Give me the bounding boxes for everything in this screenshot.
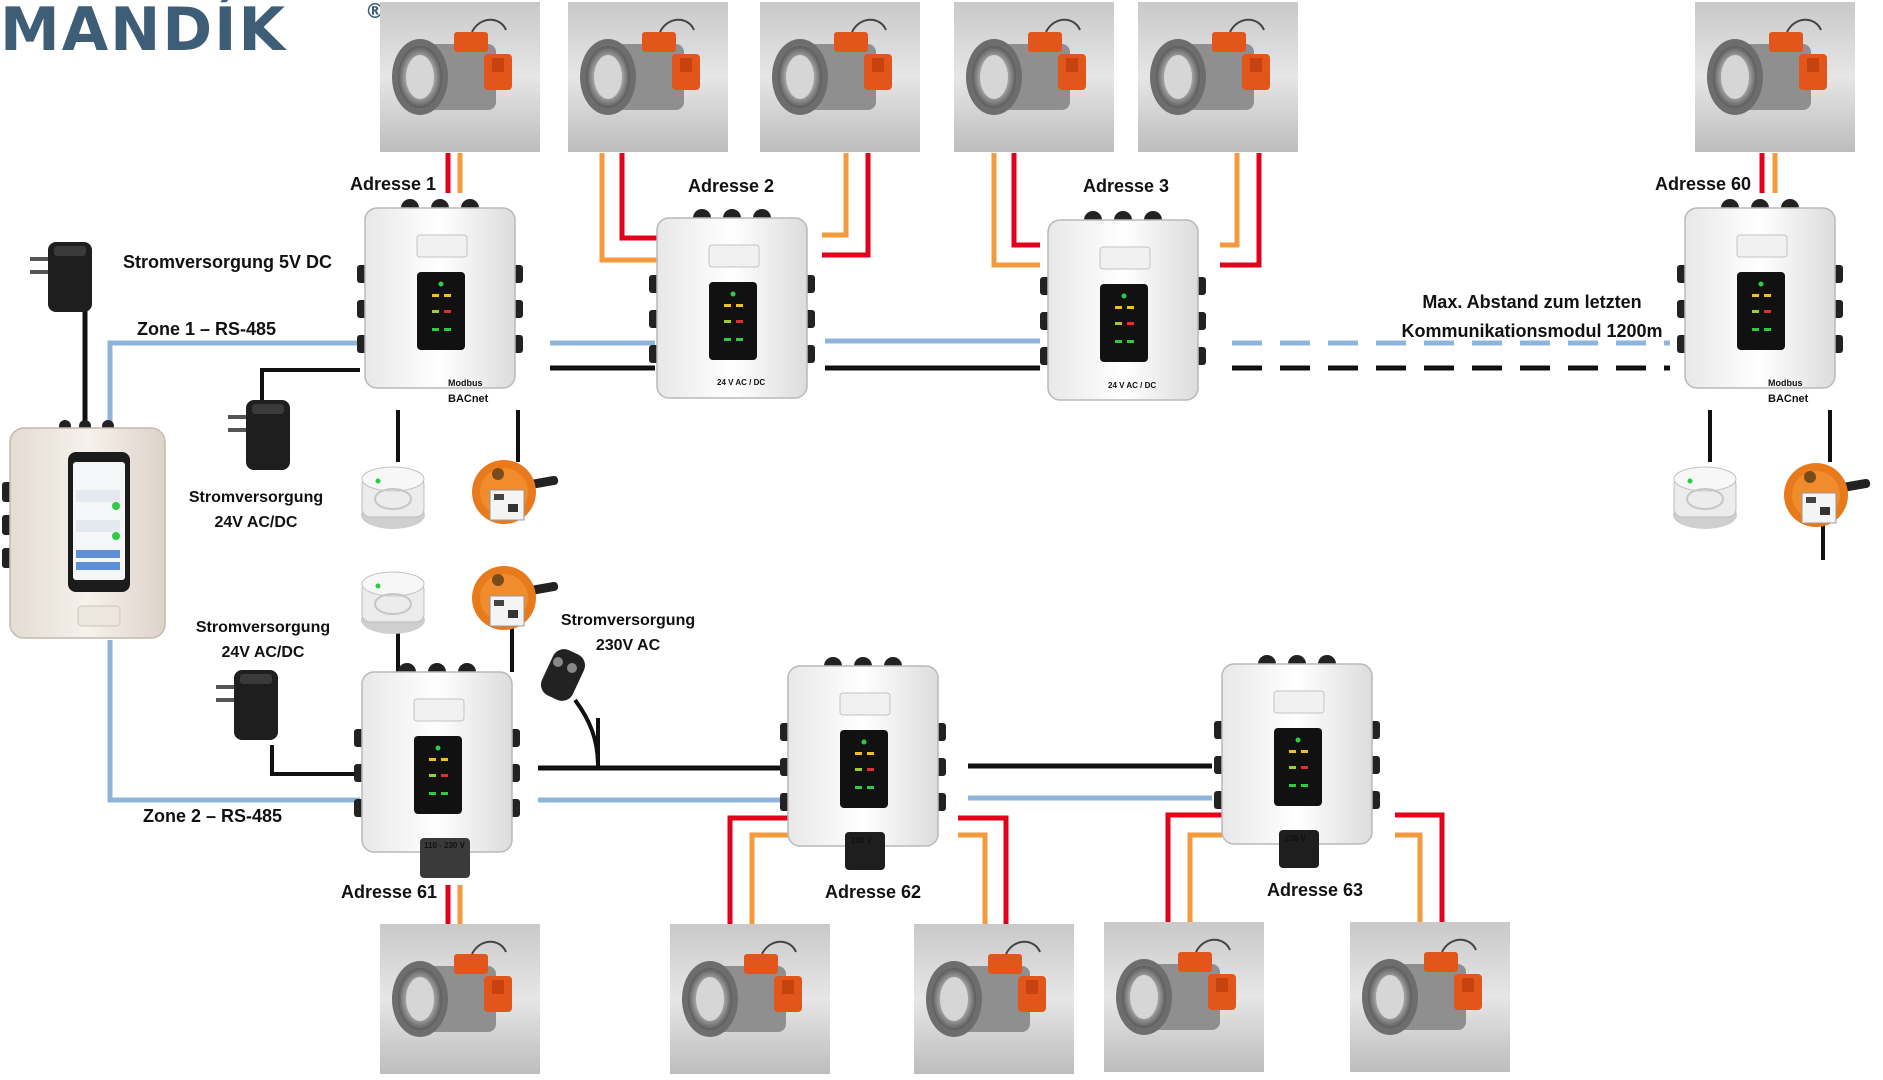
- label-psu-230v-2: 230V AC: [596, 637, 661, 654]
- smoke-detector-adresse-60: [1672, 466, 1738, 530]
- duct-sensor-adresse-1: [471, 459, 560, 525]
- label-max-dist-1: Max. Abstand zum letzten: [1422, 292, 1641, 312]
- label-psu-24v-b-2: 24V AC/DC: [222, 644, 305, 661]
- psu-24v-adapter-a: [228, 400, 290, 470]
- badge-acdc-3: 24 V AC / DC: [1108, 381, 1156, 390]
- label-adresse-3: Adresse 3: [1083, 176, 1169, 196]
- badge-modbus-1: Modbus: [448, 378, 483, 388]
- labels: Adresse 1 Adresse 2 Adresse 3 Adresse 60…: [123, 174, 1751, 902]
- damper-adresse-60: [1694, 1, 1856, 153]
- label-adresse-1: Adresse 1: [350, 174, 436, 194]
- module-adresse-1: [356, 198, 524, 389]
- label-zone-1: Zone 1 – RS-485: [137, 319, 276, 339]
- module-adresse-61: [353, 662, 521, 853]
- damper-adresse-1: [379, 1, 541, 153]
- psu-24v-adapter-b: [216, 670, 278, 740]
- label-adresse-62: Adresse 62: [825, 882, 921, 902]
- badge-110-230: 110 - 230 V: [424, 841, 466, 850]
- psu24b-cable: [270, 745, 360, 776]
- damper-adresse-63-b: [1349, 921, 1511, 1073]
- label-adresse-2: Adresse 2: [688, 176, 774, 196]
- damper-wires: [445, 153, 1778, 925]
- damper-adresse-3-a: [953, 1, 1115, 153]
- badge-acdc-2: 24 V AC / DC: [717, 378, 765, 387]
- badge-230-63: 230 V: [1285, 834, 1307, 843]
- psu-230v-plug: [540, 649, 600, 767]
- module-adresse-2: [648, 208, 816, 399]
- bus-lines: [82, 300, 1670, 803]
- label-max-dist-2: Kommunikationsmodul 1200m: [1401, 321, 1662, 341]
- duct-sensor-adresse-60: [1783, 462, 1872, 528]
- psu-5v-adapter: [30, 242, 92, 312]
- module-adresse-63: [1213, 654, 1381, 845]
- label-adresse-60: Adresse 60: [1655, 174, 1751, 194]
- damper-adresse-2-a: [567, 1, 729, 153]
- central-controller: [2, 420, 166, 639]
- badge-bacnet-1: BACnet: [448, 393, 489, 405]
- module-adresse-3: [1039, 210, 1207, 401]
- damper-adresse-3-b: [1137, 1, 1299, 153]
- damper-adresse-62-a: [669, 923, 831, 1075]
- zone2-bus-blue: [107, 640, 360, 803]
- damper-adresse-63-a: [1103, 921, 1265, 1073]
- damper-adresse-61: [379, 923, 541, 1075]
- label-adresse-63: Adresse 63: [1267, 880, 1363, 900]
- label-psu-24v-b-1: Stromversorgung: [196, 619, 330, 636]
- label-psu-24v-a-2: 24V AC/DC: [215, 514, 298, 531]
- label-psu-24v-a-1: Stromversorgung: [189, 489, 323, 506]
- label-adresse-61: Adresse 61: [341, 882, 437, 902]
- damper-adresse-2-b: [759, 1, 921, 153]
- label-psu-230v-1: Stromversorgung: [561, 612, 695, 629]
- badge-230-62: 230 V: [851, 836, 873, 845]
- module-adresse-62: [779, 656, 947, 847]
- duct-sensor-adresse-61: [471, 565, 560, 631]
- label-psu-5v: Stromversorgung 5V DC: [123, 252, 332, 272]
- badge-bacnet-60: BACnet: [1768, 393, 1809, 405]
- badge-modbus-60: Modbus: [1768, 378, 1803, 388]
- damper-adresse-62-b: [913, 923, 1075, 1075]
- module-adresse-60: [1676, 198, 1844, 389]
- sensor-wires: [396, 410, 1832, 672]
- smoke-detector-adresse-61: [360, 571, 426, 635]
- label-zone-2: Zone 2 – RS-485: [143, 806, 282, 826]
- smoke-detector-adresse-1: [360, 466, 426, 530]
- brand-logo: MANDÍK: [0, 0, 287, 65]
